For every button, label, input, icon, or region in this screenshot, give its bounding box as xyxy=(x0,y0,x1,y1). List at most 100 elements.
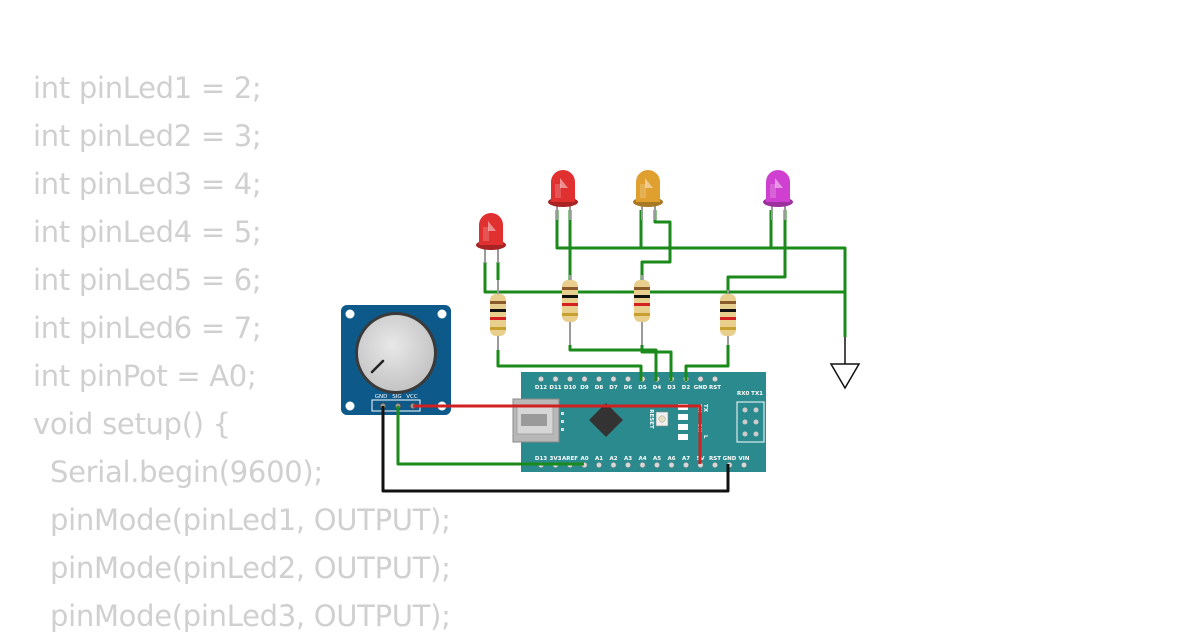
pin-label: RST xyxy=(709,456,721,462)
pin-gnd[interactable] xyxy=(697,376,704,382)
pin-label: A1 xyxy=(595,456,603,462)
resistor-body xyxy=(634,280,650,322)
leds[interactable] xyxy=(476,170,793,263)
resistor-2 xyxy=(562,275,578,345)
led-dome xyxy=(479,213,503,245)
wires xyxy=(381,210,847,493)
resistor-body xyxy=(562,280,578,322)
code-line: int pinLed4 = 5; xyxy=(33,215,262,249)
pin-d8[interactable] xyxy=(596,376,602,382)
pin-a6[interactable] xyxy=(668,462,675,468)
pin-d12[interactable] xyxy=(538,376,544,382)
knob-indicator xyxy=(370,359,385,374)
pin-label: D13 xyxy=(535,456,547,462)
pin-a3[interactable] xyxy=(625,462,631,468)
pin-label: A4 xyxy=(638,456,646,462)
pin-label: 3V3 xyxy=(550,456,562,462)
pin-vin[interactable] xyxy=(741,462,747,468)
pin-label: A5 xyxy=(653,456,661,462)
icsp-pin xyxy=(753,419,759,425)
pin-label: RST xyxy=(709,385,721,391)
wire-resistor-4-d2 xyxy=(684,345,730,381)
pin-label: A3 xyxy=(624,456,632,462)
pin-label: D10 xyxy=(564,385,576,391)
code-line: Serial.begin(9600); xyxy=(50,455,323,489)
pin-label: D2 xyxy=(682,385,691,391)
code-line: pinMode(pinLed1, OUTPUT); xyxy=(50,503,451,537)
wire-ground-bus xyxy=(483,262,847,337)
led-dome xyxy=(766,170,790,202)
resistor-body xyxy=(490,294,506,336)
led-dome xyxy=(636,170,660,202)
led-1 xyxy=(476,213,506,263)
resistor-3 xyxy=(634,275,650,345)
pin-a2[interactable] xyxy=(610,462,617,468)
pin-rst[interactable] xyxy=(712,376,718,382)
pin-label: A6 xyxy=(667,456,675,462)
wire-pot-vcc-5v xyxy=(413,404,702,464)
pin-label: D11 xyxy=(549,385,561,391)
mount-hole xyxy=(345,309,355,319)
wire-led-cathode-bus xyxy=(555,210,847,292)
code-line: int pinLed3 = 4; xyxy=(33,167,262,201)
led-4 xyxy=(763,170,793,220)
mount-hole xyxy=(345,401,355,411)
led-3 xyxy=(633,170,663,220)
wire-led-4-anode xyxy=(726,210,787,295)
resistors[interactable] xyxy=(490,275,736,350)
pin-label: A2 xyxy=(609,456,617,462)
code-line: void setup() { xyxy=(33,407,231,441)
led-2 xyxy=(548,170,578,220)
pin-label: D5 xyxy=(638,385,647,391)
pin-label: AREF xyxy=(562,456,578,462)
code-line: int pinLed6 = 7; xyxy=(33,311,262,345)
led-dome xyxy=(551,170,575,202)
rx-tx-label: RX0 TX1 xyxy=(737,391,763,397)
pin-a7[interactable] xyxy=(683,462,689,468)
resistor-1 xyxy=(490,280,506,350)
potentiometer[interactable]: GND SIG VCC xyxy=(341,305,451,415)
microcontroller-chip xyxy=(589,403,623,437)
pin-label: D6 xyxy=(624,385,633,391)
wire-led-3-anode xyxy=(640,210,672,280)
code-line: int pinPot = A0; xyxy=(33,359,257,393)
pin-d6[interactable] xyxy=(625,376,631,382)
pin-a1[interactable] xyxy=(596,462,602,468)
ground-icon xyxy=(829,337,861,390)
status-led-rx xyxy=(678,414,688,420)
icsp-pin xyxy=(742,431,748,437)
pin-label: GND xyxy=(723,456,737,462)
pin-d9[interactable] xyxy=(581,376,588,382)
pin-d10[interactable] xyxy=(567,376,573,382)
pin-label-vcc: VCC xyxy=(406,394,418,400)
code-listing: int pinLed1 = 2;int pinLed2 = 3;int pinL… xyxy=(33,64,451,640)
tx-label: TX xyxy=(702,404,708,413)
pin-d11[interactable] xyxy=(552,376,559,382)
l-label: L xyxy=(702,435,708,439)
pin-label: D12 xyxy=(535,385,547,391)
status-led-l xyxy=(678,434,688,440)
pin-d7[interactable] xyxy=(610,376,617,382)
icsp-pin xyxy=(742,419,748,425)
reset-label: RESET xyxy=(648,409,654,429)
wire-resistor-1-d5 xyxy=(496,350,643,381)
pin-rst[interactable] xyxy=(712,462,718,468)
icsp-pin xyxy=(753,407,759,413)
icsp-pin xyxy=(742,407,748,413)
resistor-body xyxy=(720,294,736,336)
potentiometer-knob xyxy=(358,315,434,391)
code-line: int pinLed2 = 3; xyxy=(33,119,262,153)
wire-resistor-3-d3 xyxy=(640,345,673,381)
status-led-on xyxy=(678,424,688,430)
pin-a4[interactable] xyxy=(639,462,646,468)
pin-label: D4 xyxy=(653,385,662,391)
pin-label: A0 xyxy=(580,456,588,462)
code-line: pinMode(pinLed2, OUTPUT); xyxy=(50,551,451,585)
pin-label-gnd: GND xyxy=(375,394,388,400)
code-line: pinMode(pinLed3, OUTPUT); xyxy=(50,599,451,633)
wire-resistor-2-d4 xyxy=(568,345,658,381)
pin-a5[interactable] xyxy=(654,462,660,468)
